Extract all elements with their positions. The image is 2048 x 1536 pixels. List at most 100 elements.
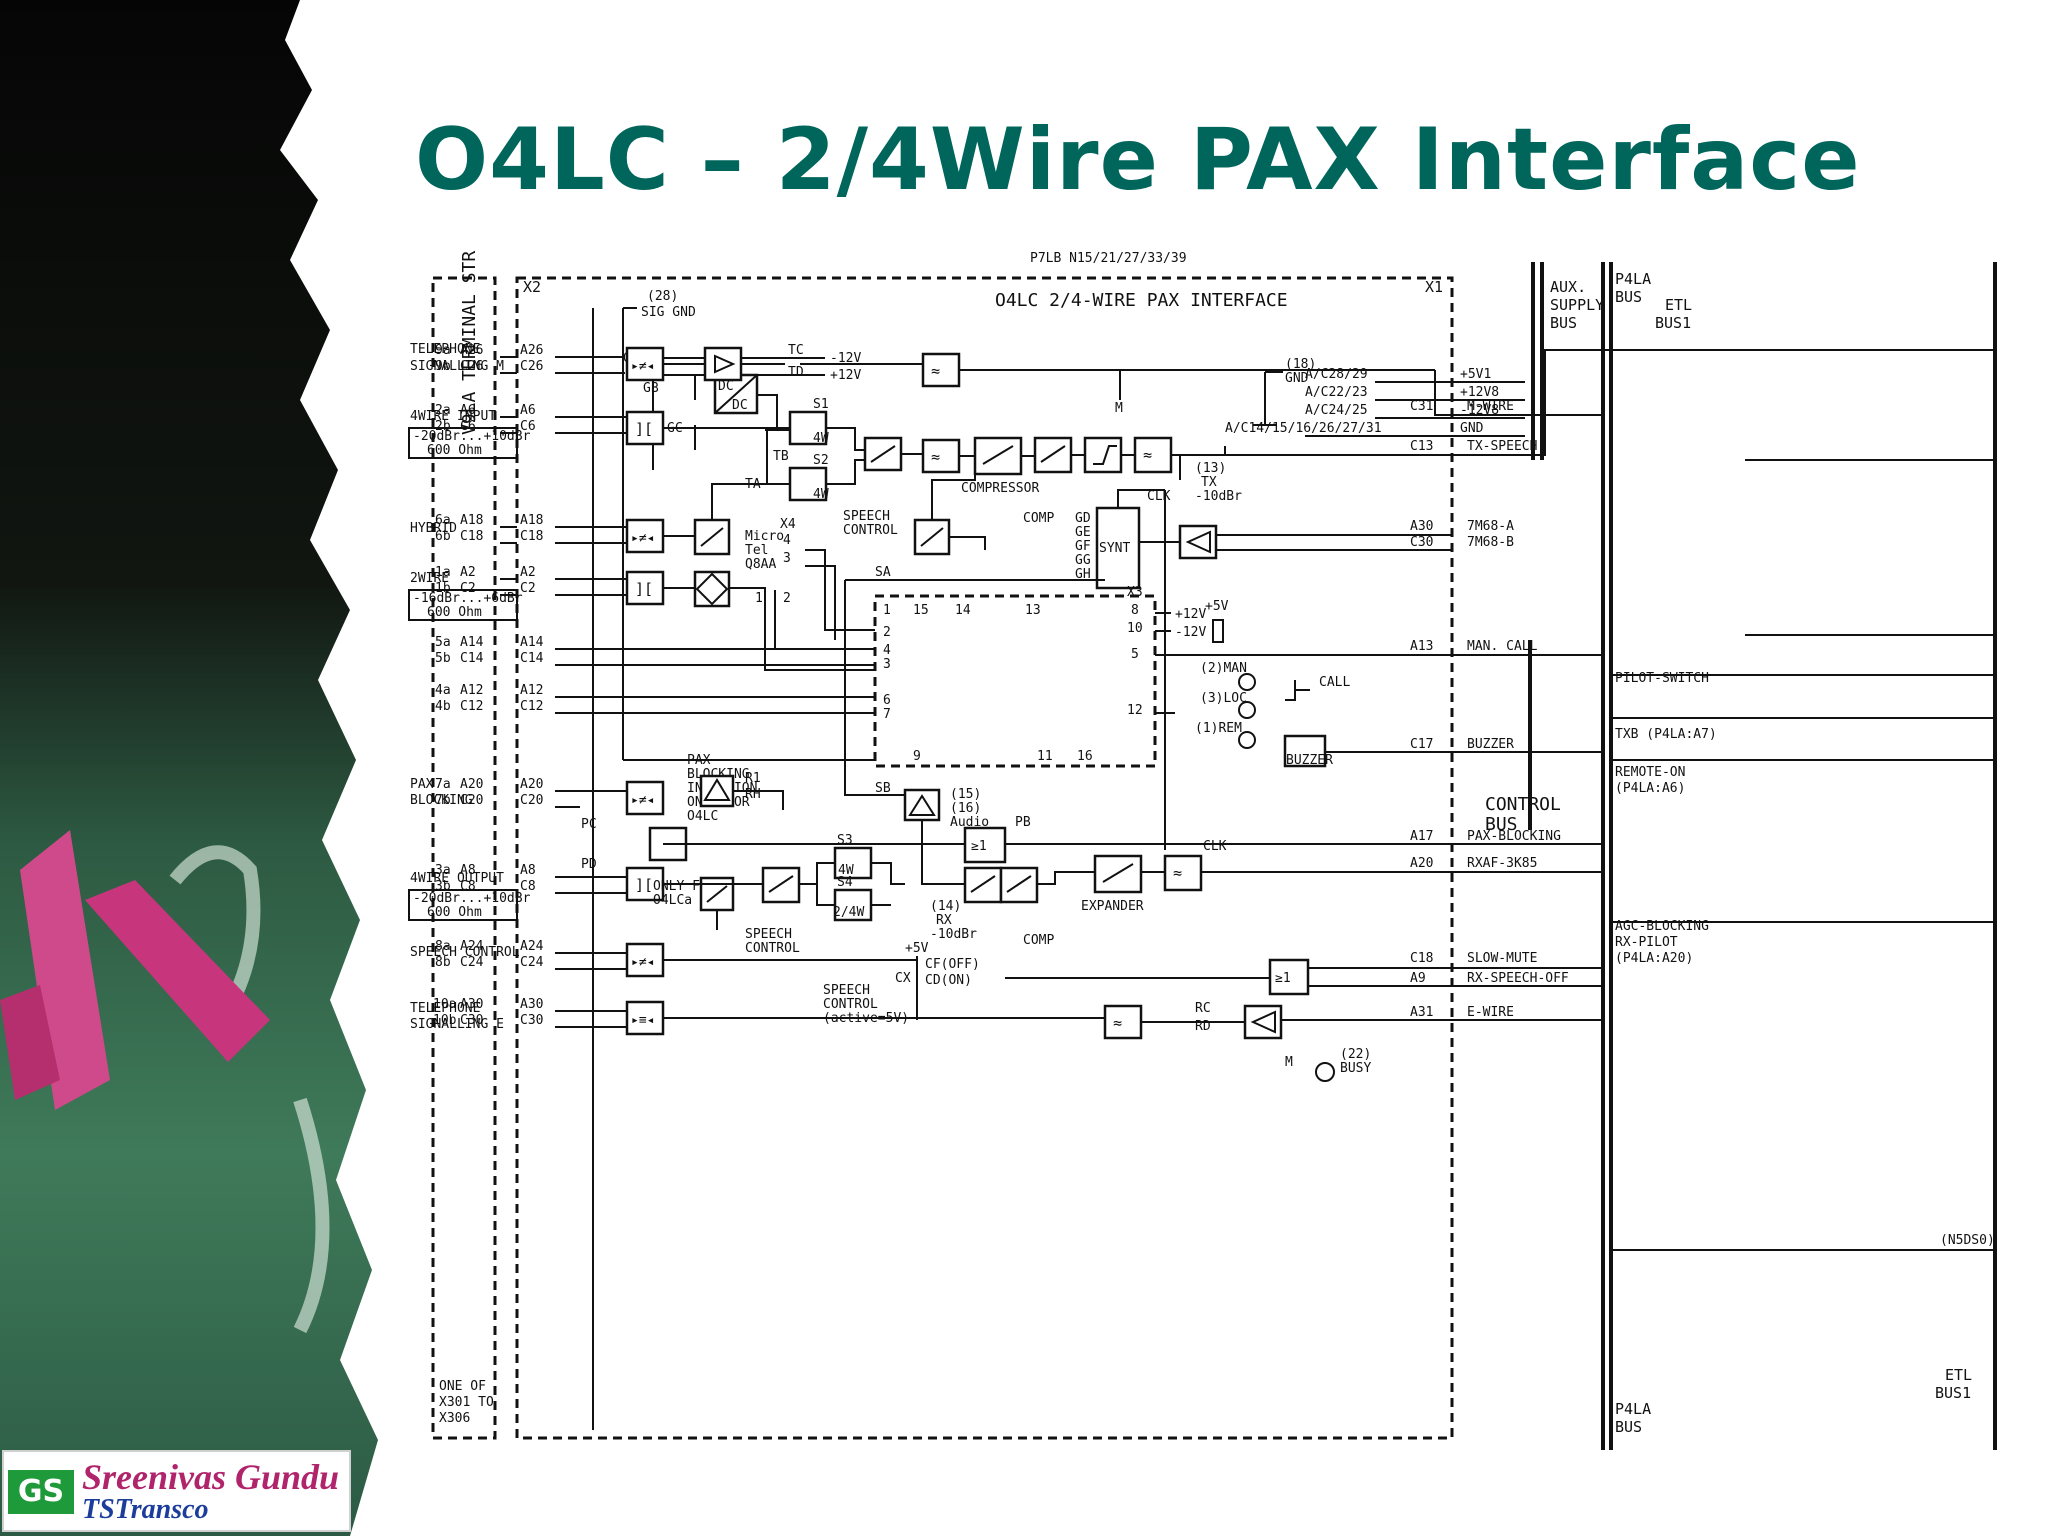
dcdc-top: DC (718, 379, 734, 394)
lamp-loc-icon (1238, 701, 1256, 719)
right-signal-man-call: MAN. CALL (1467, 639, 1538, 654)
row9-contact-a: A24 (460, 939, 484, 954)
left-signal-pax-2: BLOCKING (410, 793, 473, 808)
sig-gnd-number: (28) (647, 289, 678, 304)
resistor-5v (1212, 619, 1224, 643)
terminal-strip-footer-2: X301 TO (439, 1395, 494, 1410)
diagram-line (931, 474, 986, 550)
row1-x2-a: A26 (520, 343, 543, 358)
synt-gf: GF (1075, 539, 1091, 554)
diagram-label: ▸≠◂ (631, 359, 654, 374)
label-s4: S4 (837, 875, 853, 890)
label-sb: SB (875, 781, 891, 796)
speech-control-rx-1: SPEECH (745, 927, 792, 942)
x3-pin-9: 9 (913, 749, 921, 764)
cf-off: CF(OFF) (925, 957, 980, 972)
right-signal-7m68-b: 7M68-B (1467, 535, 1514, 550)
far-right-n5ds0: (N5DS0) (1940, 1233, 1995, 1248)
filter-tx-out (1133, 436, 1173, 474)
row9-x2-a: A24 (520, 939, 544, 954)
diagram-line (1117, 489, 1452, 850)
connector-x1: X1 (1425, 278, 1443, 296)
control-bus-1: CONTROL (1485, 794, 1561, 815)
row3-x2-b: C18 (520, 529, 543, 544)
row9-x2-b: C24 (520, 955, 544, 970)
diagram-label: ≈ (1143, 446, 1152, 464)
diagram-label: ▸≠◂ (631, 531, 654, 546)
row8-x2-a: A8 (520, 863, 536, 878)
row7-x2-b: C20 (520, 793, 543, 808)
or-gate-rx (1268, 958, 1310, 996)
left-signal-speech-control: SPEECH CONTROL (410, 945, 520, 960)
row9-contact-b: C24 (460, 955, 484, 970)
left-spec-4wire-in-2: 600 Ohm (427, 443, 482, 458)
diagram-line (1452, 349, 1745, 456)
speech-control-rx-2: CONTROL (745, 941, 800, 956)
x3-pin-11: 11 (1037, 749, 1053, 764)
x3-pin-2: 2 (883, 625, 891, 640)
dcdc-bottom: DC (732, 398, 748, 413)
buzzer-box (1283, 734, 1327, 768)
diagram-line (1611, 349, 1995, 1251)
right-contact-a31: A31 (1410, 1005, 1433, 1020)
terminal-strip-footer-1: ONE OF (439, 1379, 486, 1394)
diagram-line (764, 549, 875, 650)
diagram-line (695, 572, 729, 606)
row6-pin-b: 4b (435, 699, 451, 714)
left-signal-4wire-in: 4WIRE INPUT (410, 409, 496, 424)
dc-pin-gb: GB (643, 381, 659, 396)
diagram-line (733, 790, 784, 810)
etl-bus-bottom-1: ETL (1945, 1366, 1972, 1384)
hybrid-bridge (693, 570, 731, 608)
diagram-line (1093, 445, 1117, 465)
row1-x2-b: C26 (520, 359, 543, 374)
filter-rx-in (1163, 854, 1203, 892)
supply-input-neg: -12V (830, 351, 861, 366)
diagram-line (1250, 1010, 1276, 1034)
input-blocks: ▸≠◂ ][ ▸≠◂ ][ ▸≠◂ ][ ▸≠◂ ▸≡◂ (625, 346, 665, 1036)
label-s1: S1 (813, 397, 829, 412)
synt-gg: GG (1075, 553, 1091, 568)
row6-contact-b: C12 (460, 699, 483, 714)
row6-contact-a: A12 (460, 683, 483, 698)
diagram-line (555, 876, 627, 894)
switch-td: TD (788, 365, 804, 380)
opto-coupler-m (625, 346, 665, 382)
x3-supply-neg: -12V (1175, 625, 1206, 640)
synt-gd: GD (1075, 511, 1091, 526)
row5-x2-b: C14 (520, 651, 544, 666)
etl-bus-top-2: BUS1 (1655, 314, 1691, 332)
label-pc: PC (581, 817, 597, 832)
rail-contact-3: A/C24/25 (1305, 403, 1368, 418)
plus5v-rx: +5V (905, 941, 929, 956)
row4-x2-b: C2 (520, 581, 536, 596)
row8-contact-a: A8 (460, 863, 476, 878)
diagram-line (1285, 680, 1310, 701)
diagram-line (870, 445, 896, 463)
diagram-line (1102, 863, 1134, 883)
x3-pin-14: 14 (955, 603, 971, 618)
row2-x2-b: C6 (520, 419, 536, 434)
far-right-rx-pilot: RX-PILOT (1615, 935, 1678, 950)
micro-tel-1: Micro (745, 529, 784, 544)
right-contact-a9: A9 (1410, 971, 1426, 986)
label-s2: S2 (813, 453, 829, 468)
micro-tel-2: Tel (745, 543, 768, 558)
right-signal-slow-mute: SLOW-MUTE (1467, 951, 1537, 966)
row3-pin-a: 6a (435, 513, 451, 528)
connector-x2: X2 (523, 278, 541, 296)
diagram-line (1185, 530, 1211, 554)
diagram-line (408, 427, 518, 459)
tx-test-2: TX (1201, 475, 1217, 490)
x3-pin-8: 8 (1131, 603, 1139, 618)
diagram-line (663, 1017, 1452, 1023)
left-signal-e-2: SIGNALLING E (410, 1017, 504, 1032)
row6-pin-a: 4a (435, 683, 451, 698)
aux-supply-bus-1: AUX. (1550, 278, 1586, 296)
chalk-stick-icon (0, 830, 270, 1110)
x3-pin-4: 4 (883, 643, 891, 658)
module-boundary (515, 276, 1454, 1440)
diagram-line (500, 578, 627, 596)
switch-tc: TC (788, 343, 804, 358)
etl-bus-top-1: ETL (1665, 296, 1692, 314)
